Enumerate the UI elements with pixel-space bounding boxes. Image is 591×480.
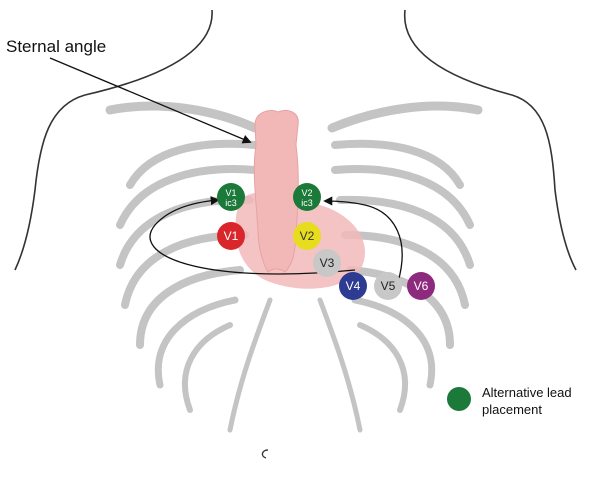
sternum (254, 111, 298, 272)
legend-line-1: Alternative lead (482, 385, 572, 400)
electrode-v1-ic3-label: V1 (225, 188, 236, 198)
electrode-v2-ic3-sublabel: ic3 (301, 198, 313, 208)
legend-line-2: placement (482, 402, 542, 417)
electrode-v6-label: V6 (414, 279, 429, 293)
electrode-v1-ic3-sublabel: ic3 (225, 198, 237, 208)
legend: Alternative lead placement (447, 385, 572, 417)
electrode-v5: V5 (374, 272, 402, 300)
electrode-v4-label: V4 (346, 279, 361, 293)
electrode-v5-label: V5 (381, 279, 396, 293)
electrode-v4: V4 (339, 272, 367, 300)
electrode-v1: V1 (217, 222, 245, 250)
electrode-v2: V2 (293, 222, 321, 250)
electrode-v1-label: V1 (224, 229, 239, 243)
sternal-angle-label: Sternal angle (6, 37, 106, 56)
electrode-v2-label: V2 (300, 229, 315, 243)
electrode-v2-ic3-label: V2 (301, 188, 312, 198)
electrode-v3: V3 (313, 249, 341, 277)
navel (262, 450, 268, 458)
legend-swatch (447, 387, 471, 411)
sternal-angle-arrow (50, 58, 250, 142)
electrode-v6: V6 (407, 272, 435, 300)
electrode-v3-label: V3 (320, 256, 335, 270)
